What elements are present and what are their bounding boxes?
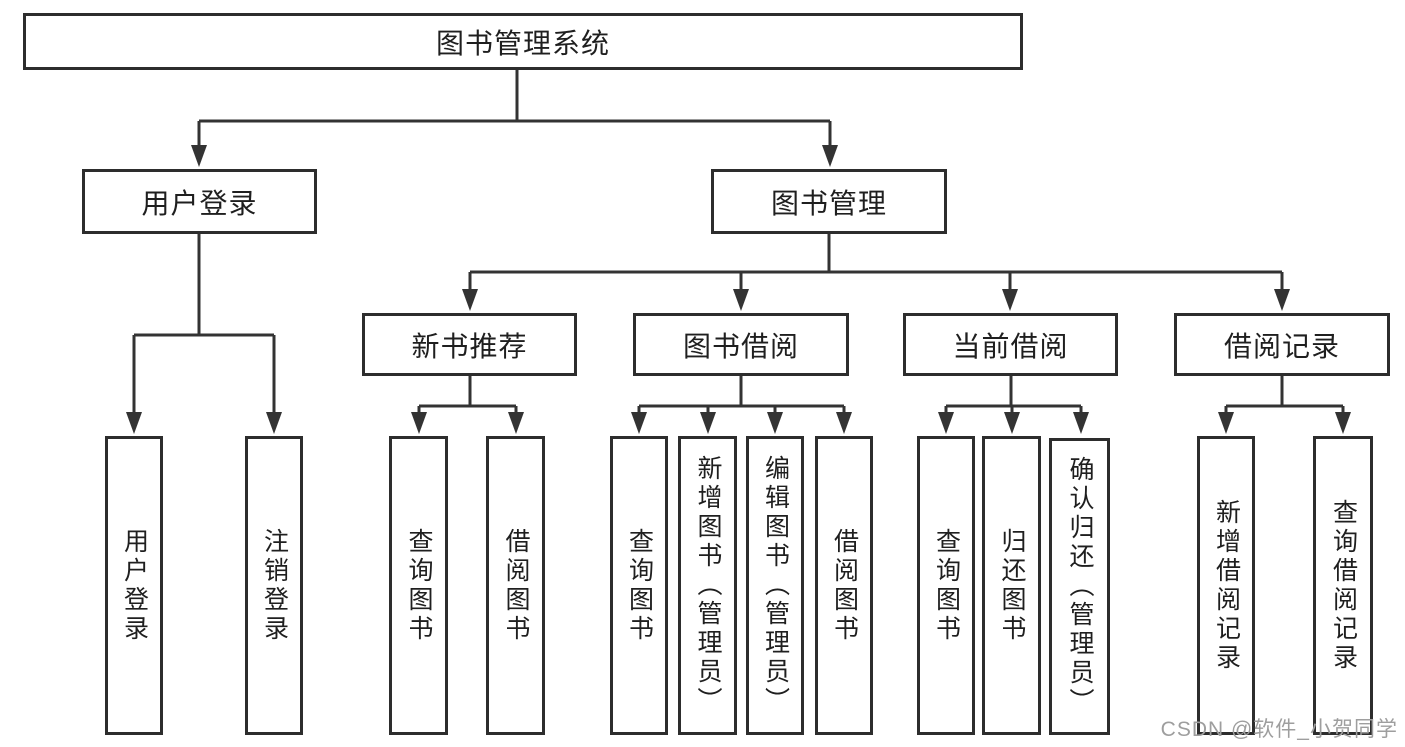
node-label: 图书管理系统 [435, 27, 610, 59]
node-label: 借阅图书 [830, 527, 859, 644]
node-label: 注销登录 [260, 527, 289, 644]
arrowheads [126, 145, 1351, 434]
node-label: 编辑图书（管理员） [761, 455, 790, 716]
leaf-borrow-books-1: 借阅图书 [486, 436, 545, 735]
leaf-query-books-3: 查询图书 [917, 436, 975, 735]
node-label: 查询图书 [625, 527, 654, 644]
node-label: 新增借阅记录 [1212, 498, 1241, 673]
node-label: 查询借阅记录 [1329, 498, 1358, 673]
watermark: CSDN @软件_小贺同学 [1160, 718, 1398, 741]
leaf-add-books-admin: 新增图书（管理员） [678, 436, 737, 735]
node-current-borrow: 当前借阅 [903, 313, 1118, 376]
leaf-query-books-1: 查询图书 [389, 436, 448, 735]
node-label: 借阅图书 [502, 527, 530, 644]
node-new-book-recommend: 新书推荐 [362, 313, 577, 376]
node-label: 新增图书（管理员） [694, 455, 722, 716]
node-label: 借阅记录 [1223, 330, 1340, 362]
node-label: 用户登录 [141, 187, 258, 219]
node-label: 归还图书 [998, 527, 1026, 644]
node-label: 确认归还（管理员） [1066, 456, 1094, 717]
node-book-management: 图书管理 [711, 169, 947, 234]
node-book-borrow: 图书借阅 [633, 313, 849, 376]
node-root-system: 图书管理系统 [23, 13, 1023, 70]
leaf-return-books: 归还图书 [982, 436, 1041, 735]
node-borrow-records: 借阅记录 [1174, 313, 1390, 376]
node-label: 新书推荐 [411, 330, 528, 362]
leaf-edit-books-admin: 编辑图书（管理员） [746, 436, 804, 735]
node-label: 图书管理 [770, 187, 887, 219]
node-label: 用户登录 [120, 527, 149, 644]
leaf-query-borrow-record: 查询借阅记录 [1313, 436, 1373, 735]
node-label: 图书借阅 [682, 330, 799, 362]
leaf-query-books-2: 查询图书 [610, 436, 668, 735]
leaf-user-login: 用户登录 [105, 436, 163, 735]
node-label: 查询图书 [405, 527, 433, 644]
node-label: 当前借阅 [952, 330, 1069, 362]
node-label: 查询图书 [932, 527, 961, 644]
leaf-borrow-books-2: 借阅图书 [815, 436, 873, 735]
node-user-login: 用户登录 [82, 169, 317, 234]
leaf-add-borrow-record: 新增借阅记录 [1197, 436, 1255, 735]
leaf-logout: 注销登录 [245, 436, 303, 735]
leaf-confirm-return-admin: 确认归还（管理员） [1049, 438, 1110, 735]
